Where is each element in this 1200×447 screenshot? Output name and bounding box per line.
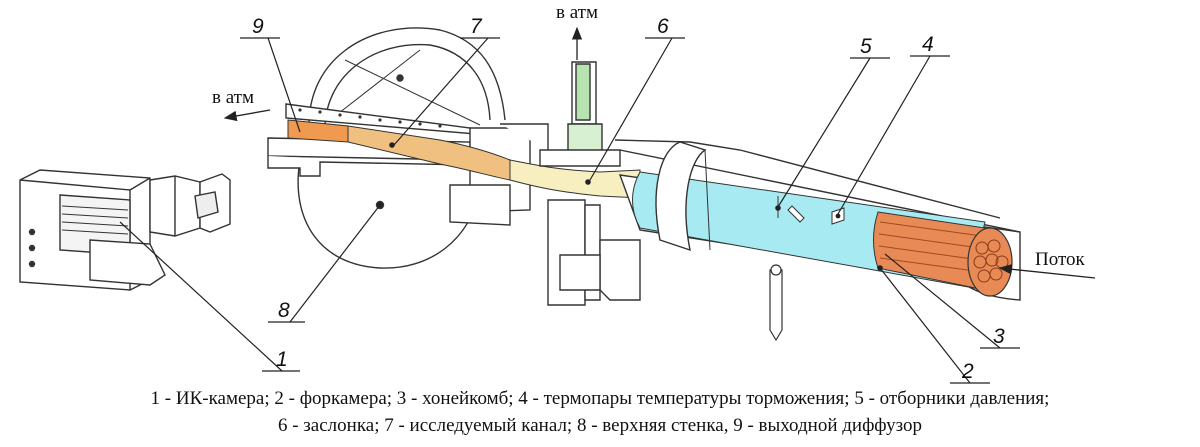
exhaust-arrow-left (223, 109, 271, 122)
callout-1: 1 (276, 348, 288, 371)
leader-lines (119, 37, 1020, 384)
callout-4: 4 (922, 33, 934, 56)
legend-caption-line-1: 1 - ИК-камера; 2 - форкамера; 3 - хонейк… (150, 388, 1050, 409)
flow-label: Поток (1035, 249, 1086, 270)
atm-label-left: в атм (212, 87, 254, 108)
legend-caption-line-2: 6 - заслонка; 7 - исследуемый канал; 8 -… (277, 415, 923, 436)
callout-6: 6 (657, 15, 669, 38)
callout-5: 5 (860, 35, 872, 58)
callout-3: 3 (993, 325, 1005, 348)
shutter-assembly (539, 61, 641, 306)
ir-camera (19, 169, 231, 291)
flow-arrow (998, 264, 1096, 279)
upper-wall-disc (297, 27, 506, 269)
callout-9: 9 (252, 15, 264, 38)
pre-chamber (614, 139, 1021, 342)
atm-label-top: в атм (556, 2, 598, 23)
callout-7: 7 (470, 15, 483, 38)
callout-8: 8 (278, 299, 290, 322)
channel-marker-dot (389, 142, 395, 148)
callout-2: 2 (961, 360, 974, 383)
